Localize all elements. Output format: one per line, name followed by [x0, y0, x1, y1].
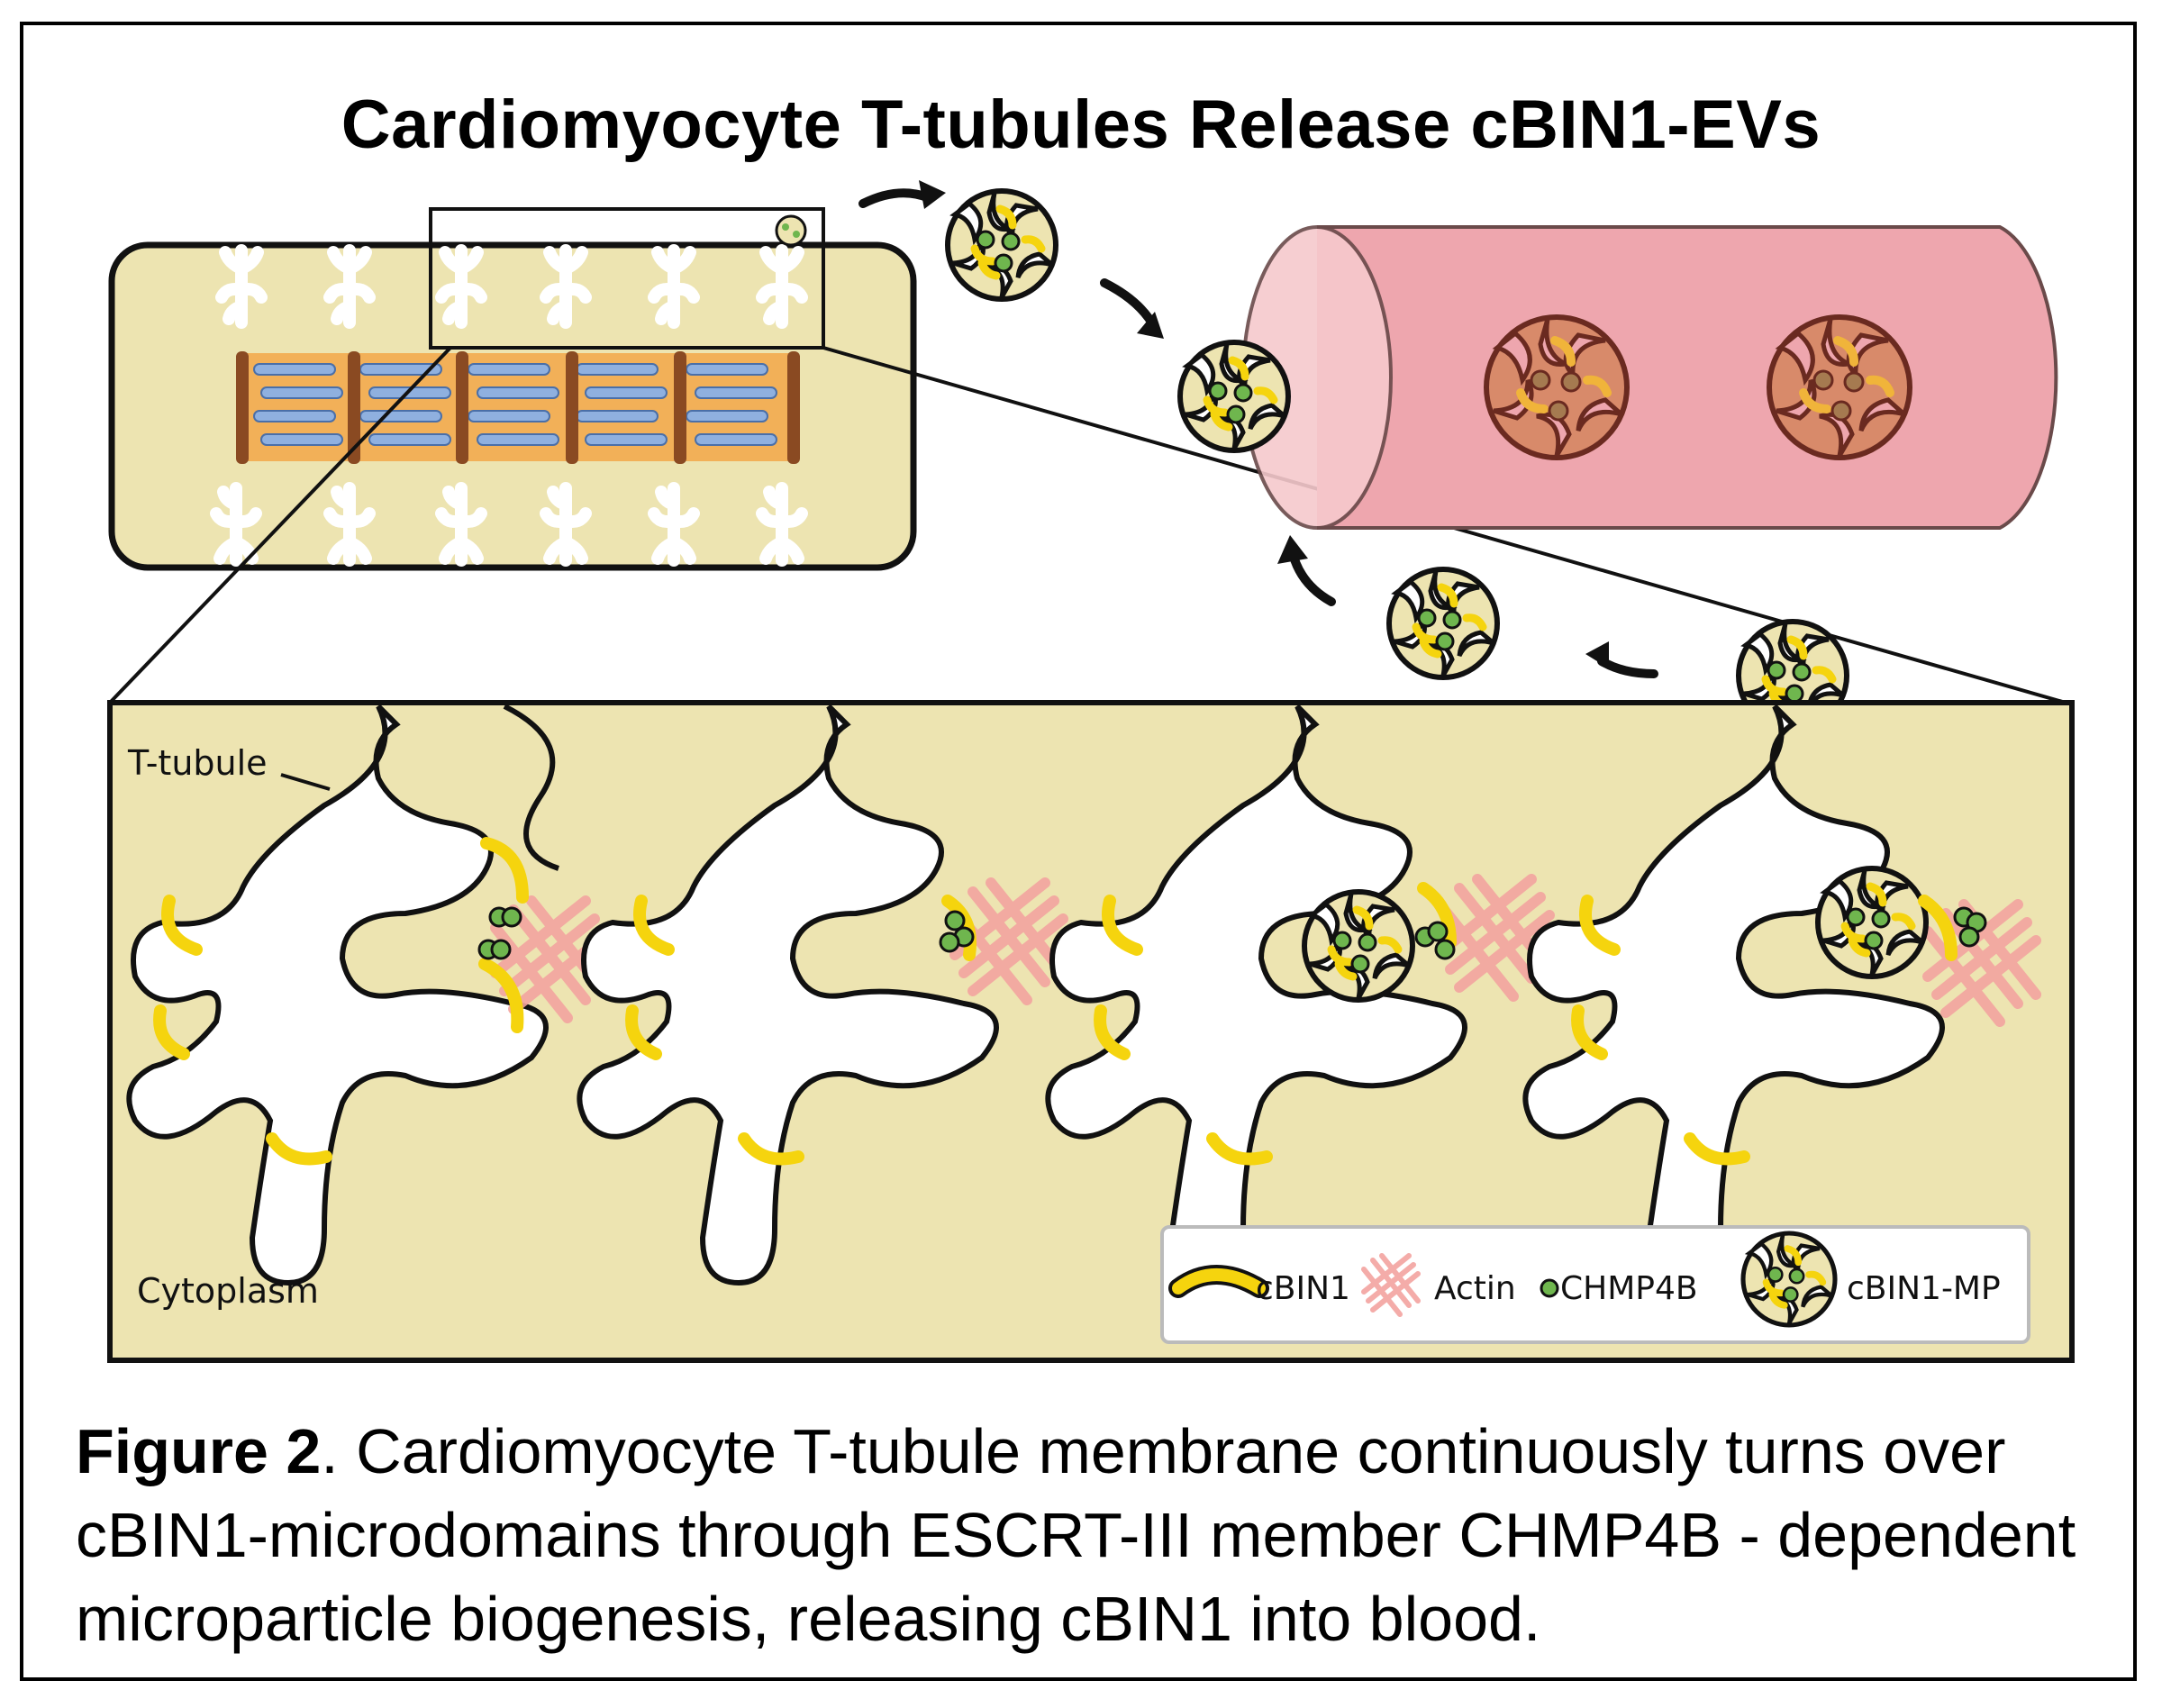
- cardiomyocyte-cell: [108, 207, 917, 571]
- legend-cbin1-label: cBIN1: [1256, 1270, 1350, 1307]
- figure-title: Cardiomyocyte T-tubules Release cBIN1-EV…: [341, 86, 1821, 163]
- legend-chmp4b-swatch: [1540, 1278, 1559, 1298]
- tubule-stage-1: [126, 704, 604, 1286]
- legend-chmp4b-label: CHMP4B: [1560, 1270, 1698, 1307]
- zoom-line-left: [108, 346, 452, 704]
- t-tubule-pointer: [280, 773, 331, 791]
- legend-cbin1-swatch: [1168, 1265, 1269, 1298]
- myofibril: [236, 351, 800, 464]
- blood-vessel: [1241, 225, 2058, 530]
- figure-caption: Figure 2. Cardiomyocyte T-tubule membran…: [76, 1410, 2094, 1661]
- caption-text: . Cardiomyocyte T-tubule membrane contin…: [76, 1416, 2076, 1654]
- t-tubule-panel: T-tubule Cytoplasm cBIN1 Actin CHMP4B cB…: [107, 700, 2075, 1363]
- legend: cBIN1 Actin CHMP4B cBIN1-MP: [1160, 1225, 2030, 1344]
- cbin1-crescents: [153, 837, 1958, 1166]
- tubule-stage-2: [577, 704, 1063, 1286]
- chmp4b-dots: [477, 906, 1987, 960]
- cytoplasm-label: Cytoplasm: [137, 1271, 319, 1311]
- t-tubule-label: T-tubule: [127, 743, 268, 783]
- caption-lead: Figure 2: [76, 1416, 322, 1486]
- legend-mp-label: cBIN1-MP: [1847, 1270, 2001, 1307]
- zoom-box: [429, 207, 825, 350]
- legend-mp-swatch: [1743, 1233, 1835, 1325]
- legend-actin-label: Actin: [1434, 1270, 1516, 1307]
